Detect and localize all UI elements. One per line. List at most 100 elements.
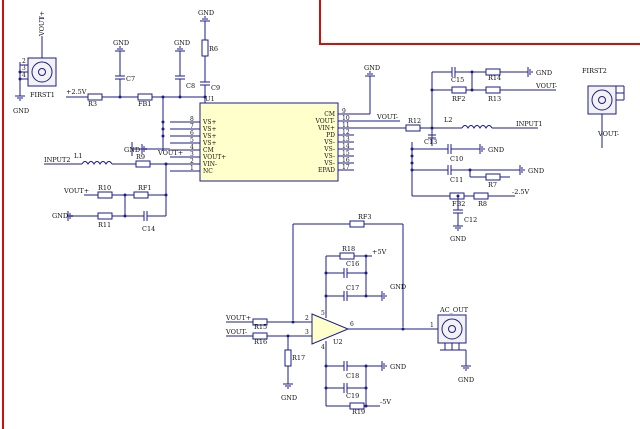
- u1-pin-9-number: 9: [342, 108, 346, 115]
- ic-u1: U1: [199, 95, 339, 182]
- c17-ref: C17: [346, 284, 359, 292]
- gnd-symbol-c12: GND: [450, 225, 466, 243]
- u1-pin-16-number: 16: [342, 157, 350, 164]
- r18-ref: R18: [342, 245, 355, 253]
- u2-pin-5: 5: [321, 310, 325, 317]
- u1-pin-13-number: 13: [342, 136, 350, 143]
- resistor-rf2: [451, 86, 467, 94]
- net-label-input2: INPUT2: [44, 156, 70, 164]
- connector-first2: FIRST2 VOUT-: [582, 67, 625, 148]
- u1-pin-3-number: 3: [190, 151, 194, 158]
- gnd-label-cm: GND: [124, 146, 140, 154]
- gnd-label-c8: GND: [174, 39, 190, 47]
- gnd-symbol-u1-cm: GND: [354, 64, 380, 115]
- c16-ref: C16: [346, 260, 359, 268]
- c18-ref: C18: [346, 372, 359, 380]
- u1-pin-16-name: VS-: [323, 160, 335, 167]
- u1-pin-17-number: 17: [342, 164, 350, 171]
- u2-pin-2: 2: [305, 315, 309, 322]
- gnd-symbol-r14: GND: [527, 67, 552, 77]
- gnd-label-r17: GND: [281, 394, 297, 402]
- sheet-border-title-block: [319, 0, 640, 45]
- resistor-r7: [485, 173, 501, 181]
- u1-pin-6-number: 6: [190, 130, 194, 137]
- u1-pin-10-number: 10: [342, 115, 350, 122]
- u1-vout-plus-net: VOUT+: [157, 149, 183, 157]
- c9-ref: C9: [211, 84, 220, 92]
- gnd-symbol-r17: GND: [281, 383, 297, 402]
- gnd-label-c12: GND: [450, 235, 466, 243]
- c12-ref: C12: [464, 216, 477, 224]
- resistor-r10: [97, 191, 113, 199]
- gnd-label-ac-out: GND: [458, 376, 474, 384]
- resistor-rf1: [133, 191, 149, 199]
- first1-net-vout-plus: VOUT+: [38, 11, 46, 37]
- resistor-rf3: [349, 220, 365, 228]
- net-label-p2v5: +2.5V: [66, 88, 87, 96]
- u2-pin-3: 3: [305, 329, 309, 336]
- first1-ref: FIRST1: [30, 91, 55, 99]
- r19-ref: R19: [352, 408, 365, 416]
- u1-pin-15-number: 15: [342, 150, 350, 157]
- u1-pin-12-name: PD: [326, 132, 335, 139]
- u2-pin-6: 6: [350, 321, 354, 328]
- resistor-r6: [201, 39, 209, 57]
- u1-pin-11-name: VIN+: [317, 125, 335, 132]
- gnd-symbol-cm: GND: [124, 144, 147, 154]
- u1-pin-5-name: VS+: [202, 140, 216, 147]
- net-label-m5v: -5V: [380, 398, 391, 406]
- u1-pin-4-number: 4: [190, 144, 194, 151]
- r6-ref: R6: [209, 45, 218, 53]
- first1-pin-2: 2: [22, 58, 26, 65]
- u1-pin-14-name: VS-: [323, 146, 335, 153]
- gnd-label-r6: GND: [198, 9, 214, 17]
- u1-pin-7-name: VS+: [202, 126, 216, 133]
- gnd-symbol-c18: GND: [381, 361, 406, 371]
- rf1-ref: RF1: [138, 184, 152, 192]
- r11-ref: R11: [98, 221, 111, 229]
- c13-ref: C13: [424, 138, 437, 146]
- first2-ref: FIRST2: [582, 67, 607, 75]
- resistor-r9: [135, 160, 151, 168]
- gnd-label-c11: GND: [528, 167, 544, 175]
- gnd-symbol-c17: GND: [381, 283, 406, 301]
- u1-right-pins: 9CM10VOUT-11VIN+12PD13VS-14VS-15VS-16VS-…: [315, 108, 354, 174]
- c19-ref: C19: [346, 392, 359, 400]
- u1-pin-8-number: 8: [190, 116, 194, 123]
- u1-pin-14-number: 14: [342, 143, 350, 150]
- net-label-m2v5: -2.5V: [512, 188, 530, 196]
- net-label-p5v: +5V: [372, 248, 387, 256]
- first1-pin-4: 4: [22, 72, 26, 79]
- c14-ref: C14: [142, 225, 155, 233]
- l1-ref: L1: [74, 152, 82, 160]
- r8-ref: R8: [478, 200, 487, 208]
- c10-ref: C10: [450, 155, 463, 163]
- gnd-symbol-ac-out: GND: [458, 365, 474, 384]
- r17-ref: R17: [292, 354, 305, 362]
- gnd-label-c10: GND: [488, 146, 504, 154]
- gnd-label-u1-cm: GND: [364, 64, 380, 72]
- u1-pin-13-name: VS-: [323, 139, 335, 146]
- r16-ref: R16: [254, 338, 267, 346]
- u2-ref: U2: [333, 338, 343, 346]
- r3-ref: R3: [88, 100, 97, 108]
- r14-ref: R14: [488, 74, 501, 82]
- gnd-label-r14: GND: [536, 69, 552, 77]
- net-label-r13-vout-minus: VOUT-: [535, 82, 557, 90]
- rf2-ref: RF2: [452, 95, 466, 103]
- u1-vout-minus-net: VOUT-: [376, 113, 398, 121]
- rf3-ref: RF3: [358, 213, 372, 221]
- u1-pin-11-number: 11: [342, 122, 350, 129]
- u1-pin-10-name: VOUT-: [315, 118, 335, 125]
- u1-ref: U1: [205, 95, 215, 103]
- resistor-r12: [405, 124, 421, 132]
- gnd-symbol-c7: GND: [113, 39, 129, 55]
- u1-pin-1-number: 1: [190, 165, 194, 172]
- l2-ref: L2: [444, 116, 452, 124]
- resistor-r17: [284, 349, 292, 367]
- inductor-l1: [81, 161, 113, 165]
- c7-ref: C7: [126, 75, 135, 83]
- u1-pin-2-number: 2: [190, 158, 194, 165]
- u1-pin-1-name: NC: [203, 168, 213, 175]
